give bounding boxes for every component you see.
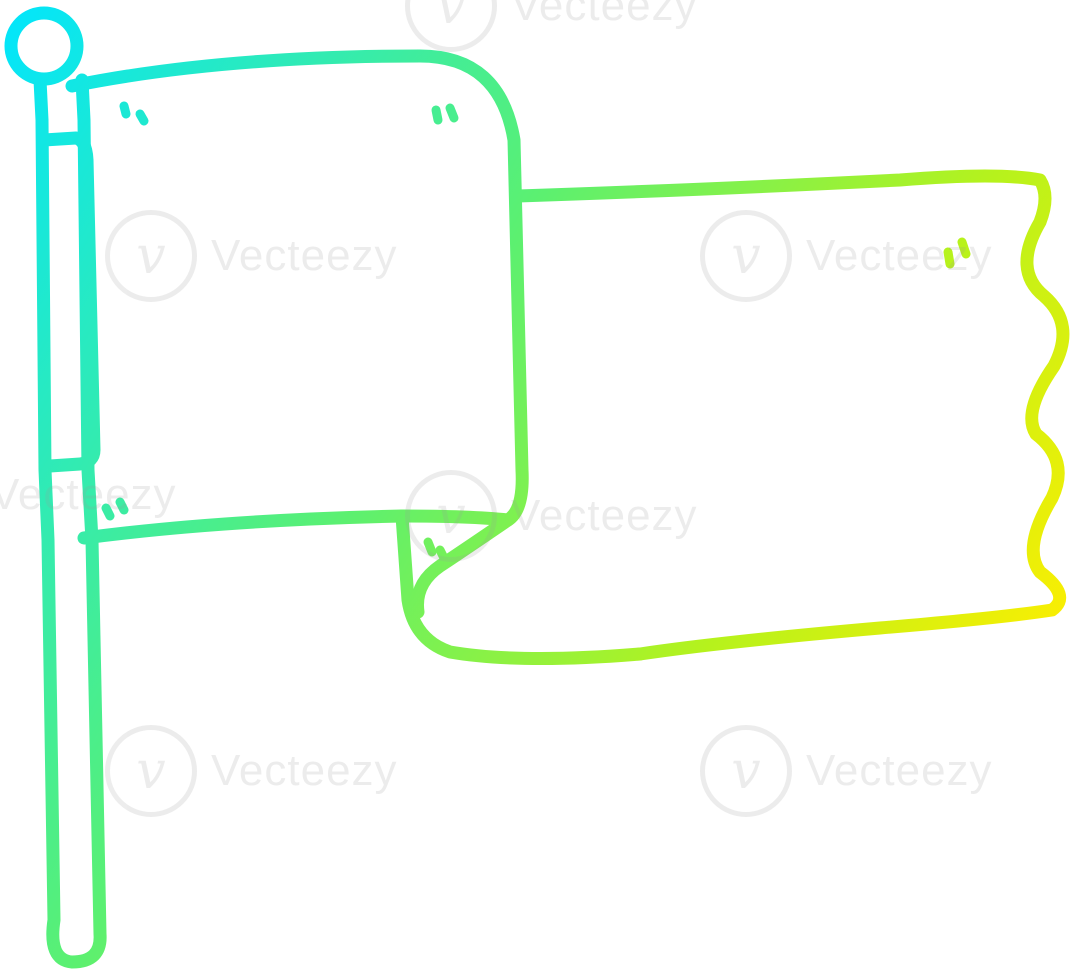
highlight-tick (115, 497, 129, 515)
highlight-tick (957, 237, 971, 259)
highlight-tick (423, 537, 437, 557)
flag-right-panel (511, 169, 1070, 661)
flag-left-panel (65, 49, 529, 545)
pole-sleeve (37, 131, 101, 473)
highlight-tick (445, 103, 459, 123)
flag-fold (395, 509, 647, 666)
highlight-tick (431, 105, 443, 125)
pole-knob (4, 6, 84, 86)
flag-pole (33, 73, 107, 969)
highlight-tick (435, 545, 449, 563)
highlight-tick (135, 109, 149, 126)
highlight-tick (101, 503, 115, 521)
highlight-tick (119, 101, 131, 119)
flag-fold-crease (410, 513, 515, 619)
highlight-tick (943, 247, 955, 269)
